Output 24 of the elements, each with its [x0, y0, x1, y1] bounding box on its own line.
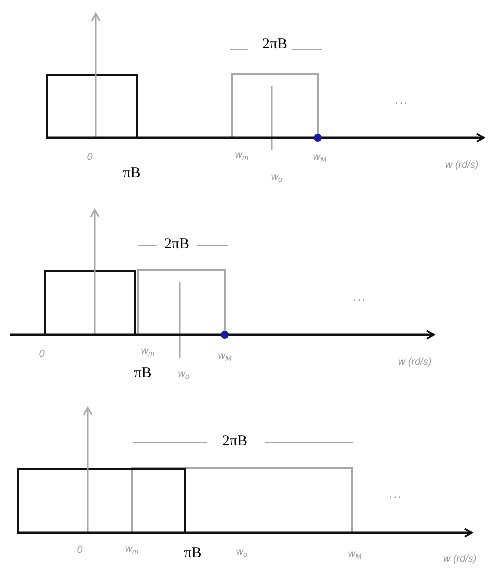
axis-label: w (rd/s)	[398, 358, 432, 368]
origin-label: 0	[87, 153, 93, 163]
frequency-label: w$_{M}$	[218, 352, 232, 362]
frequency-label: w$_{m}$	[235, 151, 249, 161]
ellipsis: ...	[353, 291, 367, 303]
ellipsis: ...	[389, 488, 403, 500]
bandwidth-label: 2πB	[222, 434, 248, 450]
frequency-label: πB	[123, 166, 141, 182]
frequency-label: w$_{m}$	[141, 347, 155, 357]
frequency-label: πB	[184, 546, 202, 562]
frequency-label: w$_{M}$	[348, 550, 362, 560]
frequency-label: w$_{o}$	[271, 173, 283, 183]
axis-label: w (rd/s)	[445, 161, 479, 171]
frequency-label: πB	[134, 366, 152, 382]
bandwidth-label: 2πB	[164, 238, 190, 252]
axis-label: w (rd/s)	[443, 555, 477, 565]
frequency-label: w$_{M}$	[313, 153, 327, 163]
origin-label: 0	[39, 350, 45, 360]
frequency-label: w$_{m}$	[125, 545, 139, 555]
ellipsis: ...	[395, 94, 409, 106]
frequency-label: w$_{o}$	[236, 548, 248, 558]
frequency-label: w$_{o}$	[178, 370, 190, 380]
origin-label: 0	[77, 546, 83, 556]
bandwidth-label: 2πB	[262, 38, 288, 52]
